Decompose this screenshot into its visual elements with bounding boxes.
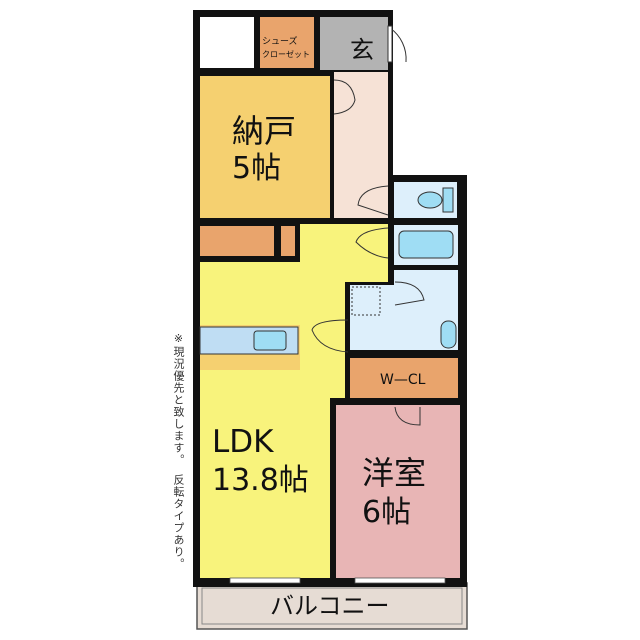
entrance	[320, 17, 388, 70]
western-room-size: 6帖	[362, 495, 411, 530]
white-closet	[200, 17, 254, 68]
storage-room-size: 5帖	[232, 151, 281, 186]
western-room	[336, 405, 460, 578]
walk-in-closet-label: W—CL	[380, 372, 426, 388]
shoe-closet	[260, 17, 314, 68]
storage-shelf	[200, 226, 274, 256]
note-current-condition: ※現況優先と致します。	[172, 332, 185, 466]
toilet-icon	[417, 191, 443, 209]
ldk-size: 13.8帖	[212, 463, 309, 498]
balcony-label: バルコニー	[270, 592, 390, 620]
note-reversed-type: 反転タイプあり。	[172, 474, 185, 570]
ldk-name: LDK	[212, 424, 274, 460]
ldk-room	[200, 224, 388, 578]
balcony	[196, 582, 468, 630]
shoe-closet-label-1: シューズ	[262, 35, 298, 47]
storage-room	[200, 76, 330, 218]
hallway	[334, 72, 388, 218]
storage-room-name: 納戸	[232, 112, 296, 150]
entrance-label: 玄	[350, 36, 374, 64]
walk-in-closet	[350, 358, 458, 398]
shoe-closet-label-2: クローゼット	[262, 49, 310, 59]
western-room-name: 洋室	[362, 454, 426, 492]
